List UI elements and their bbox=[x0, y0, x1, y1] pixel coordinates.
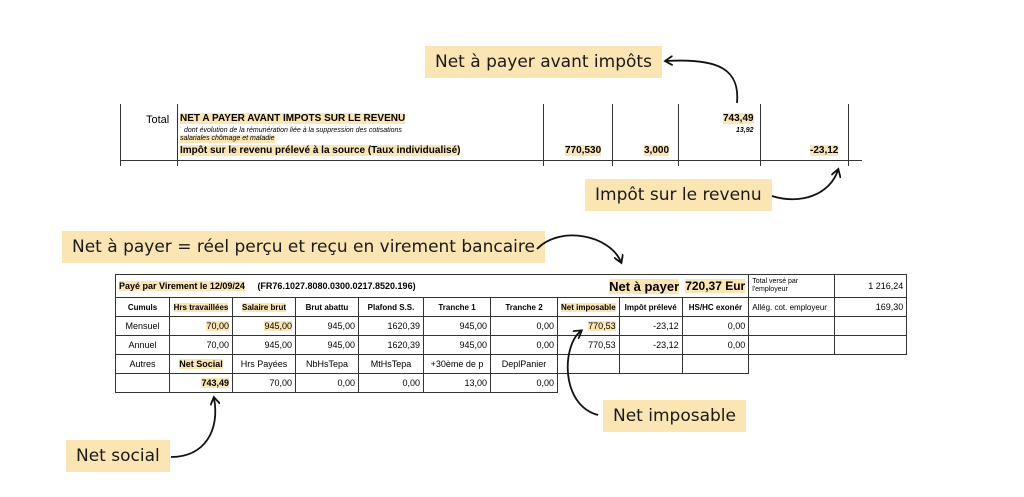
net-avant-impots-table: Total NET A PAYER AVANT IMPOTS SUR LE RE… bbox=[120, 104, 862, 166]
arrow-impot-revenu bbox=[771, 170, 838, 201]
net-social-value: 743,49 bbox=[201, 378, 229, 388]
arrow-net-imposable bbox=[566, 331, 599, 416]
arrow-net-avant-impots bbox=[666, 61, 739, 104]
tax-rate-value: 3,000 bbox=[644, 145, 670, 156]
callout-net-imposable: Net imposable bbox=[603, 400, 746, 432]
callout-net-a-payer: Net à payer = réel perçu et reçu en vire… bbox=[62, 231, 545, 263]
cell-value: 770,53 bbox=[588, 321, 616, 331]
net-avant-impots-value: 743,49 bbox=[723, 113, 754, 124]
total-verse-value: 1 216,24 bbox=[834, 274, 908, 298]
iban: (FR76.1027.8080.0300.0217.8520.196) bbox=[257, 281, 416, 291]
net-avant-impots-title: NET A PAYER AVANT IMPOTS SUR LE REVENU bbox=[180, 113, 406, 124]
table-row-annuel: Annuel 70,00 945,00 945,00 1620,39 945,0… bbox=[115, 335, 908, 355]
cumuls-table: Payé par Virement le 12/09/24 (FR76.1027… bbox=[115, 274, 908, 393]
total-label: Total bbox=[146, 114, 170, 126]
arrow-net-a-payer bbox=[536, 234, 621, 262]
callout-net-avant-impots: Net à payer avant impôts bbox=[425, 46, 662, 78]
suppression-cotisations-note: dont évolution de la rémunération liée à… bbox=[184, 127, 402, 134]
header-net-imposable: Net imposable bbox=[561, 302, 616, 312]
subnote-value: 13,92 bbox=[736, 127, 754, 134]
net-a-payer-cell: Net à payer bbox=[557, 274, 683, 298]
impot-source-label: Impôt sur le revenu prélevé à la source … bbox=[180, 145, 461, 156]
header-net-social: Net Social bbox=[179, 359, 223, 369]
callout-impot-revenu: Impôt sur le revenu bbox=[585, 179, 772, 211]
cell-value: 945,00 bbox=[264, 321, 292, 331]
header-salaire-brut: Salaire brut bbox=[241, 302, 286, 312]
tax-base-value: 770,530 bbox=[565, 145, 602, 156]
table-row-mensuel: Mensuel 70,00 945,00 945,00 1620,39 945,… bbox=[115, 316, 908, 336]
cell-value: 0,00 bbox=[490, 373, 558, 393]
header-hrs-travaillees: Hrs travaillées bbox=[173, 302, 229, 312]
total-verse-label: Total versé par l'employeur bbox=[748, 274, 836, 298]
payment-label: Payé par Virement le 12/09/24 bbox=[119, 281, 245, 291]
net-a-payer-value: 720,37 Eur bbox=[685, 279, 746, 293]
table-row-autres-values: 743,49 70,00 0,00 0,00 13,00 0,00 bbox=[115, 373, 907, 393]
table-row-autres-headers: Autres Net Social Hrs Payées NbHsTepa Mt… bbox=[115, 354, 907, 374]
cell-value: 70,00 bbox=[206, 321, 229, 331]
net-a-payer-label: Net à payer bbox=[609, 278, 680, 294]
chomage-maladie-note: salariales chômage et maladie bbox=[180, 135, 275, 143]
arrow-net-social bbox=[170, 398, 215, 458]
callout-net-social: Net social bbox=[66, 440, 170, 472]
tax-amount-value: -23,12 bbox=[810, 145, 839, 156]
